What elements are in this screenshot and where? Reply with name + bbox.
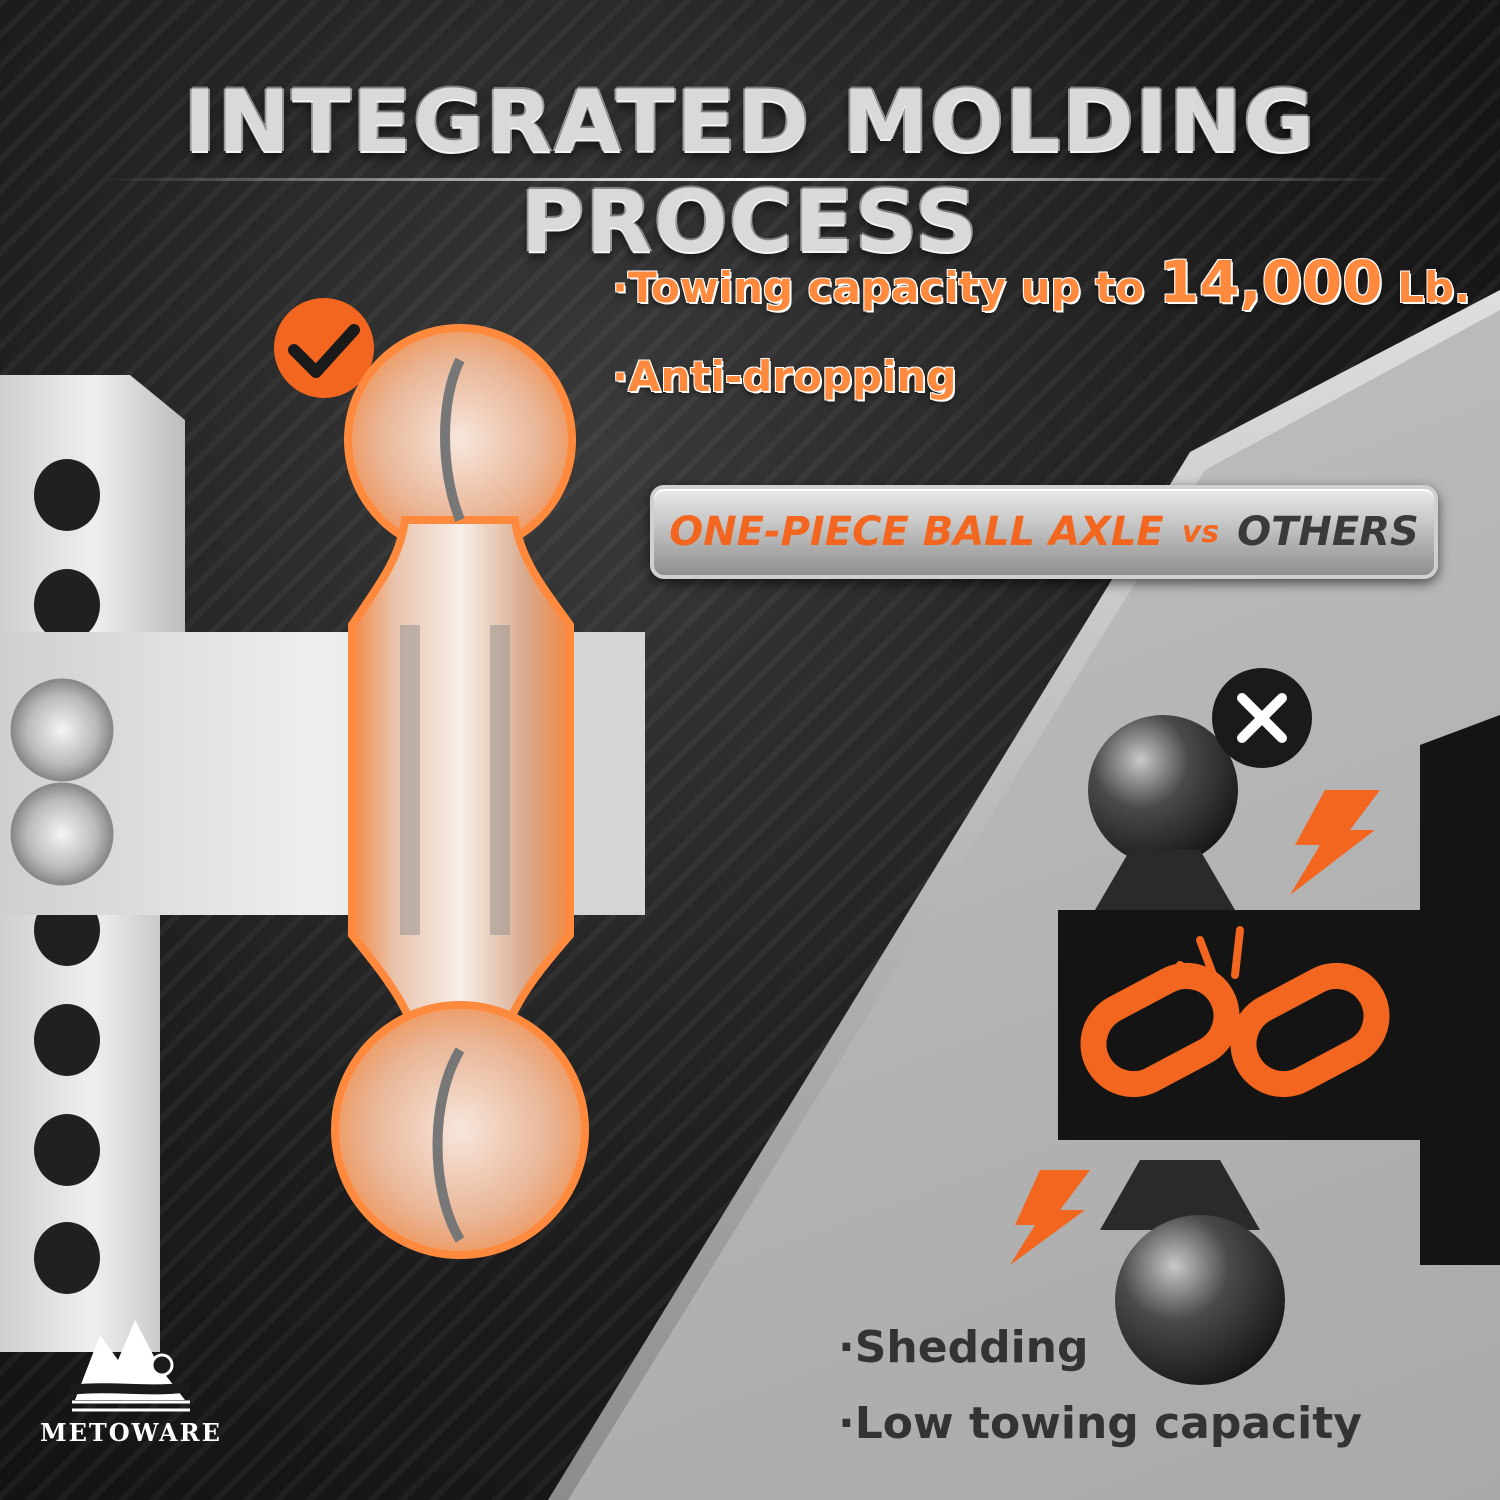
comparison-left: ONE-PIECE BALL AXLE xyxy=(669,509,1164,555)
check-icon xyxy=(274,298,374,398)
page-title: INTEGRATED MOLDING PROCESS xyxy=(183,72,1317,272)
broken-chain-icon xyxy=(1080,926,1390,1098)
lightning-icon xyxy=(1010,1170,1090,1265)
comparison-vs: vs xyxy=(1181,514,1220,550)
title-divider xyxy=(100,178,1400,181)
comparison-banner: ONE-PIECE BALL AXLE vs OTHERS xyxy=(650,485,1438,579)
feature-anti-dropping: ·Anti-dropping xyxy=(612,352,957,401)
competitor-balls xyxy=(1088,715,1285,1385)
brand-logo-mark xyxy=(70,1320,190,1412)
towing-prefix: ·Towing capacity up to xyxy=(612,263,1159,312)
comparison-right: OTHERS xyxy=(1237,509,1419,555)
lightning-icon xyxy=(1290,790,1380,895)
towing-unit: Lb. xyxy=(1382,263,1471,312)
feature-towing-capacity: ·Towing capacity up to 14,000 Lb. xyxy=(612,248,1470,316)
brand-name: METOWARE xyxy=(40,1418,222,1447)
ball-axle xyxy=(331,324,589,1259)
towing-value: 14,000 xyxy=(1158,248,1383,316)
drawback-shedding: ·Shedding xyxy=(838,1322,1089,1373)
competitor-shank xyxy=(1058,715,1500,1265)
drawback-low-capacity: ·Low towing capacity xyxy=(838,1398,1362,1449)
close-icon xyxy=(1212,668,1312,768)
